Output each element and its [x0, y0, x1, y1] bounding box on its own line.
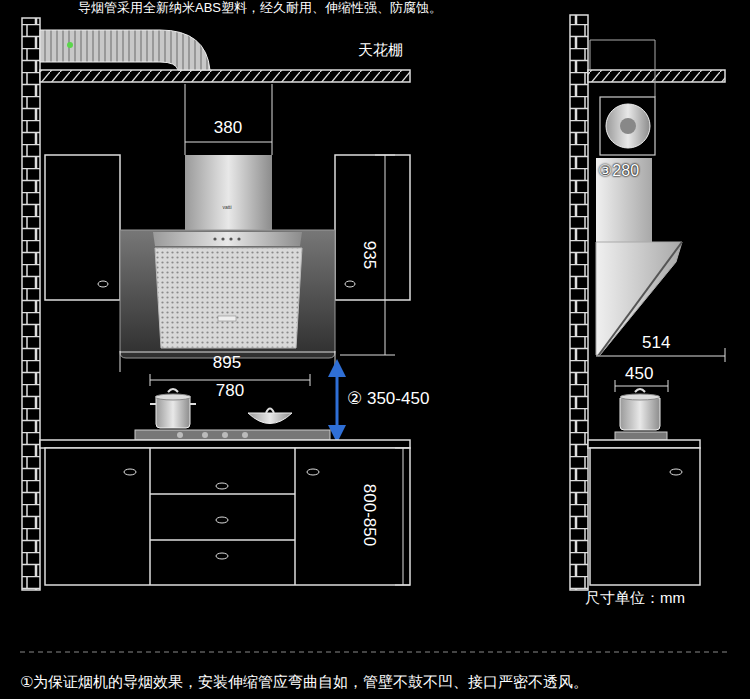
caption: ①为保证烟机的导烟效果，安装伸缩管应弯曲自如，管壁不鼓不凹、接口严密不透风。 — [20, 674, 588, 691]
dimension: ② 350-450 — [347, 390, 429, 409]
dimension: 935 — [360, 241, 379, 269]
dimension: 780 — [216, 382, 244, 401]
duct-note: 导烟管采用全新纳米ABS塑料，经久耐用、伸缩性强、防腐蚀。 — [78, 1, 442, 15]
dimension: 514 — [642, 334, 670, 353]
dimension: 800-850 — [360, 484, 379, 546]
dimension: 380 — [214, 119, 242, 138]
brand-logo: vatti — [222, 205, 231, 211]
ceiling-label: 天花棚 — [358, 42, 403, 59]
dimension: ③280 — [598, 162, 639, 180]
unit-note: 尺寸单位：mm — [585, 590, 685, 607]
dimension: 895 — [213, 354, 241, 373]
dimension: 450 — [625, 365, 653, 384]
